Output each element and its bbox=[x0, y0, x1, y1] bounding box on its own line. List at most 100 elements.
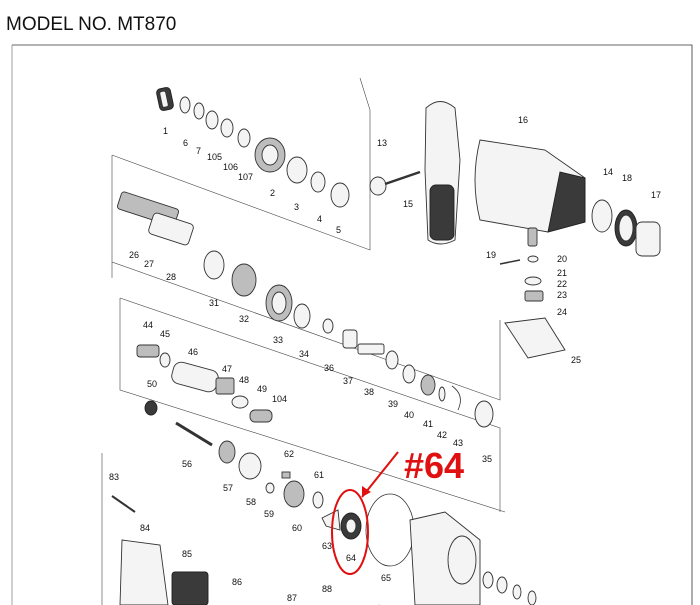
part-64-bearing-inner bbox=[345, 518, 357, 534]
part-37-shape bbox=[342, 329, 358, 349]
part-label-17: 17 bbox=[651, 190, 661, 200]
part-34-shape bbox=[293, 303, 311, 329]
part-58-shape bbox=[238, 452, 262, 480]
part-5-shape bbox=[330, 182, 350, 208]
part-group-bearing bbox=[321, 451, 415, 575]
part-15-grip bbox=[429, 184, 455, 241]
part-42-shape bbox=[438, 386, 446, 402]
part-label-88: 88 bbox=[322, 584, 332, 594]
part-18-inner bbox=[618, 214, 634, 242]
part-label-59: 59 bbox=[264, 509, 274, 519]
part-47-shape bbox=[215, 377, 235, 395]
gear-housing-opening bbox=[447, 535, 477, 585]
part-36-shape bbox=[322, 318, 334, 334]
part-13-bolt bbox=[384, 170, 421, 186]
part-label-22: 22 bbox=[557, 279, 567, 289]
part-label-19: 19 bbox=[486, 250, 496, 260]
part-label-42: 42 bbox=[437, 430, 447, 440]
part-label-32: 32 bbox=[239, 314, 249, 324]
part-label-60: 60 bbox=[292, 523, 302, 533]
part-label-27: 27 bbox=[144, 259, 154, 269]
part-6-shape bbox=[179, 96, 191, 114]
part-60-shape bbox=[283, 480, 305, 508]
part-label-87: 87 bbox=[287, 593, 297, 603]
callout-label: #64 bbox=[404, 445, 464, 486]
part-label-7: 7 bbox=[196, 146, 201, 156]
part-label-104: 104 bbox=[272, 394, 287, 404]
part-17-shape bbox=[635, 221, 661, 257]
part-label-35: 35 bbox=[482, 454, 492, 464]
part-48-shape bbox=[231, 395, 249, 409]
part-group-bottom bbox=[111, 495, 537, 605]
part-label-48: 48 bbox=[239, 375, 249, 385]
model-number-title: MODEL NO. MT870 bbox=[6, 14, 177, 35]
part-107-shape bbox=[237, 128, 251, 148]
part-label-106: 106 bbox=[223, 162, 238, 172]
part-43-shape bbox=[451, 385, 461, 411]
part-label-2: 2 bbox=[270, 188, 275, 198]
part-85-shape bbox=[171, 571, 209, 605]
part-64-highlight-circle bbox=[331, 489, 369, 575]
part-49-shape bbox=[249, 409, 273, 423]
part-label-24: 24 bbox=[557, 307, 567, 317]
part-label-31: 31 bbox=[209, 298, 219, 308]
part-41-shape bbox=[420, 374, 436, 396]
part-19-shape bbox=[499, 259, 521, 265]
bottom-ring-4 bbox=[527, 590, 537, 605]
part-label-21: 21 bbox=[557, 268, 567, 278]
part-20-shape bbox=[527, 227, 538, 247]
part-56-shaft bbox=[175, 421, 213, 447]
part-label-83: 83 bbox=[109, 472, 119, 482]
part-label-107: 107 bbox=[238, 172, 253, 182]
part-39-shape bbox=[385, 350, 399, 370]
part-label-84: 84 bbox=[140, 523, 150, 533]
part-label-37: 37 bbox=[343, 376, 353, 386]
part-21-shape bbox=[527, 255, 539, 263]
part-35-shape bbox=[474, 400, 494, 428]
part-label-14: 14 bbox=[603, 167, 613, 177]
part-label-41: 41 bbox=[423, 419, 433, 429]
bottom-ring-1 bbox=[482, 571, 494, 589]
part-label-64: 64 bbox=[346, 553, 356, 563]
assembly-bands bbox=[101, 77, 506, 605]
part-40-shape bbox=[402, 364, 416, 384]
part-32-shape bbox=[231, 263, 257, 297]
part-label-50: 50 bbox=[147, 379, 157, 389]
part-label-13: 13 bbox=[377, 138, 387, 148]
part-label-3: 3 bbox=[294, 202, 299, 212]
part-84-shape bbox=[119, 539, 169, 605]
part-label-15: 15 bbox=[403, 199, 413, 209]
part-label-39: 39 bbox=[388, 399, 398, 409]
part-33-inner bbox=[271, 291, 287, 315]
bottom-ring-3 bbox=[512, 584, 522, 600]
part-2-inner bbox=[261, 144, 279, 166]
part-label-36: 36 bbox=[324, 363, 334, 373]
part-label-18: 18 bbox=[622, 173, 632, 183]
part-label-46: 46 bbox=[188, 347, 198, 357]
part-label-65: 65 bbox=[381, 573, 391, 583]
part-label-26: 26 bbox=[129, 250, 139, 260]
part-label-47: 47 bbox=[222, 364, 232, 374]
bottom-ring-2 bbox=[496, 576, 508, 594]
part-label-20: 20 bbox=[557, 254, 567, 264]
part-1-inner bbox=[159, 90, 169, 108]
part-label-38: 38 bbox=[364, 387, 374, 397]
part-group-switch bbox=[499, 227, 566, 359]
part-group-handle bbox=[369, 101, 661, 257]
part-label-4: 4 bbox=[317, 214, 322, 224]
part-label-62: 62 bbox=[284, 449, 294, 459]
part-31-shape bbox=[203, 250, 225, 280]
part-label-49: 49 bbox=[257, 384, 267, 394]
part-label-28: 28 bbox=[166, 272, 176, 282]
part-label-40: 40 bbox=[404, 410, 414, 420]
part-label-61: 61 bbox=[314, 470, 324, 480]
part-23-shape bbox=[524, 290, 544, 302]
part-57-shape bbox=[218, 440, 236, 464]
part-label-44: 44 bbox=[143, 320, 153, 330]
part-38-shape bbox=[357, 343, 385, 355]
part-group-top-row bbox=[156, 87, 350, 208]
part-4-shape bbox=[310, 171, 326, 193]
part-label-16: 16 bbox=[518, 115, 528, 125]
part-65-oring bbox=[365, 493, 415, 567]
